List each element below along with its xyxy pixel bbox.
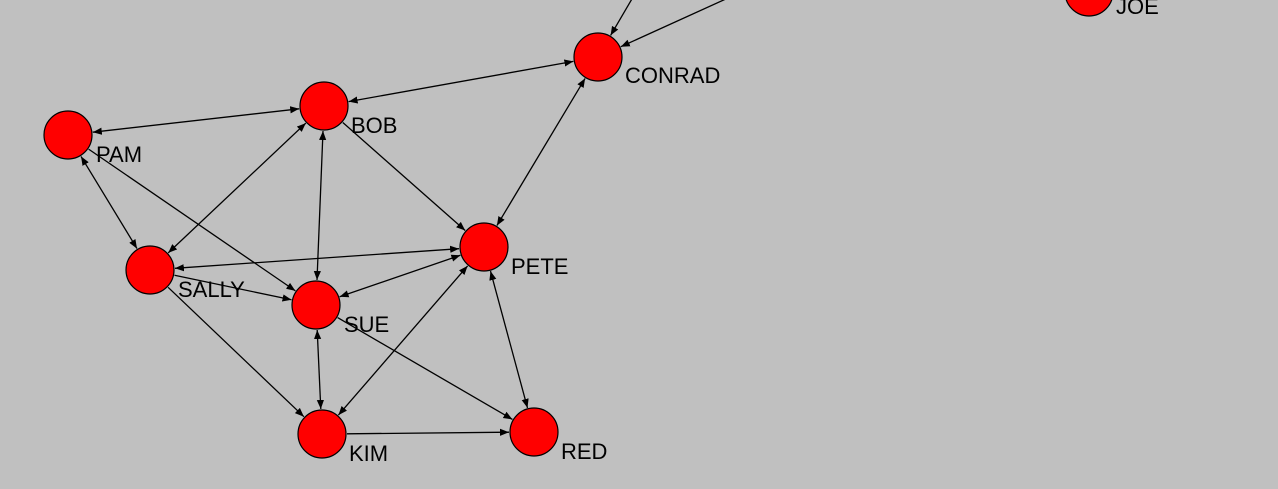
- edge-conrad-pete: [496, 78, 586, 226]
- node-label-pam: PAM: [96, 142, 142, 167]
- edge-sally-kim: [167, 286, 305, 418]
- nodes-layer: [43, 0, 1113, 459]
- node-label-sally: SALLY: [178, 277, 245, 302]
- edge-sue-kim: [314, 329, 324, 410]
- node-sue[interactable]: [291, 280, 341, 330]
- node-label-pete: PETE: [511, 254, 568, 279]
- labels-layer: PAM BOB CONRAD SALLY SUE PETE KIM RED JOE: [96, 0, 1159, 466]
- node-bob[interactable]: [299, 81, 349, 131]
- edge-pete-red: [489, 270, 529, 409]
- node-pam[interactable]: [43, 110, 93, 160]
- node-label-kim: KIM: [349, 441, 388, 466]
- edge-sally-pete: [174, 245, 460, 272]
- edge-bob-conrad: [348, 59, 574, 104]
- edge-sally-sue: [174, 274, 292, 302]
- edge-offscreen-a-conrad: [610, 0, 633, 36]
- node-label-sue: SUE: [344, 312, 389, 337]
- edge-kim-red: [346, 428, 510, 436]
- edge-pete-kim: [337, 265, 469, 416]
- node-pete[interactable]: [459, 222, 509, 272]
- node-red[interactable]: [509, 407, 559, 457]
- node-label-red: RED: [561, 439, 607, 464]
- edge-sue-pete: [339, 254, 461, 298]
- edge-offscreen-b-conrad: [620, 0, 726, 48]
- node-conrad[interactable]: [573, 32, 623, 82]
- node-sally[interactable]: [125, 245, 175, 295]
- node-label-bob: BOB: [351, 113, 397, 138]
- edge-bob-pete: [342, 122, 466, 231]
- node-kim[interactable]: [297, 409, 347, 459]
- node-joe[interactable]: [1065, 0, 1113, 17]
- edge-bob-sally: [167, 122, 307, 254]
- node-label-joe: JOE: [1116, 0, 1159, 19]
- edge-pam-bob: [92, 106, 300, 135]
- edges-layer: [80, 0, 726, 436]
- node-label-conrad: CONRAD: [625, 63, 720, 88]
- edge-pam-sally: [80, 156, 138, 249]
